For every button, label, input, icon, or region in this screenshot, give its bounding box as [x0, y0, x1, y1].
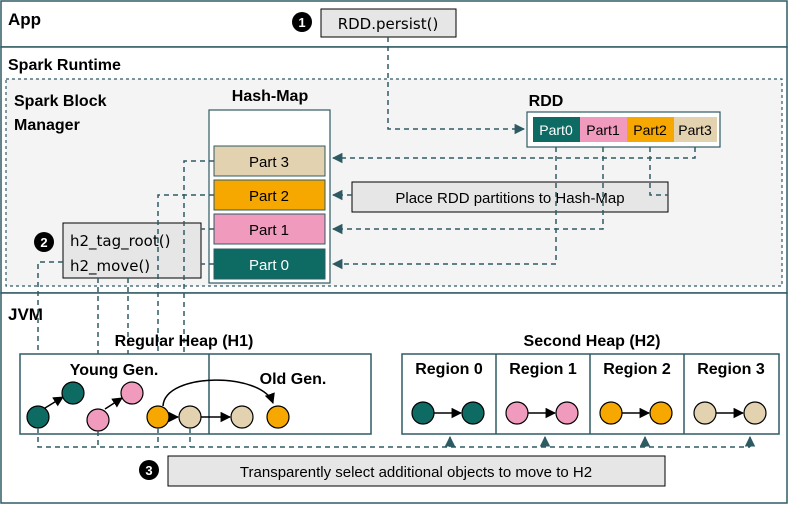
hashmap-entry-part0-label: Part 0: [249, 257, 289, 274]
h1-object-part2-a: [146, 405, 170, 429]
rdd-part0: [533, 117, 580, 142]
hashmap-entry-part1: [213, 213, 326, 245]
h2-region0-object-b: [461, 401, 485, 425]
hashmap-entry-part1-label: Part 1: [249, 222, 289, 239]
h1-to-h2-move-arrows: [37, 428, 756, 448]
h2-tag-root-label: h2_tag_root(): [70, 232, 170, 251]
rdd-part2: [627, 117, 674, 142]
block-manager-label-2: Manager: [14, 117, 80, 134]
h2-region1-object-a: [505, 401, 529, 425]
step3-label: Transparently select additional objects …: [240, 464, 592, 481]
step2-number: 2: [40, 235, 47, 250]
place-partitions-label: Place RDD partitions to Hash-Map: [395, 190, 624, 207]
rdd-persist-label: RDD.persist(): [338, 15, 439, 33]
hashmap-entry-part3: [213, 145, 326, 177]
h2-region3-object-b: [743, 401, 767, 425]
h2-title: Second Heap (H2): [524, 333, 661, 350]
step1-badge: [292, 12, 312, 32]
h2-region0-object-a: [411, 401, 435, 425]
h1-object-part1-a: [86, 408, 110, 432]
hashmap-entry-part3-label: Part 3: [249, 154, 289, 171]
h1-object-part0-a: [26, 405, 50, 429]
rdd-part2-link: [649, 147, 668, 196]
h2-region2-object-a: [599, 401, 623, 425]
rdd-part0-to-hashmap-arrow: [331, 147, 557, 270]
step2-badge: [34, 232, 54, 252]
step3-box: [167, 455, 666, 487]
step1-number: 1: [298, 15, 305, 30]
old-gen-label: Old Gen.: [260, 371, 327, 388]
step3-number: 3: [145, 463, 152, 478]
jvm-label: JVM: [8, 305, 43, 324]
rdd-part1: [580, 117, 627, 142]
h1-title: Regular Heap (H1): [115, 333, 254, 350]
hashmap-title: Hash-Map: [232, 88, 309, 105]
h2-api-box: [62, 222, 202, 279]
rdd-part1-label: Part1: [586, 122, 620, 138]
h1-object-references: [44, 379, 275, 423]
h2-region1-object-b: [555, 401, 579, 425]
h2-move-label: h2_move(): [70, 257, 150, 276]
h1-object-part1-b: [120, 381, 144, 405]
block-manager-label-1: Spark Block: [14, 93, 107, 110]
rdd-part3-to-hashmap-arrow: [331, 147, 696, 164]
h2-region3-label: Region 3: [697, 361, 765, 378]
place-partitions-callout: [351, 181, 669, 213]
h1-object-part2-b: [266, 405, 290, 429]
h2-region2-label: Region 2: [603, 361, 671, 378]
part2-root-line: [157, 194, 214, 405]
hashmap-entry-part2: [213, 179, 326, 211]
h1-object-part3-a: [178, 405, 202, 429]
app-layer-label: App: [8, 10, 41, 29]
persist-to-rdd-arrow: [387, 37, 526, 135]
h1-object-part0-b: [61, 381, 85, 405]
h2-region3-object-a: [693, 401, 717, 425]
h1-object-part3-b: [230, 405, 254, 429]
rdd-title: RDD: [529, 93, 564, 110]
part3-root-line: [183, 160, 214, 405]
rdd-part0-label: Part0: [539, 122, 573, 138]
rdd-persist-box: [320, 8, 457, 38]
rdd-part1-to-hashmap-arrow: [331, 147, 604, 235]
h2-region2-object-b: [649, 401, 673, 425]
hashmap-entry-part2-label: Part 2: [249, 188, 289, 205]
rdd-part3-label: Part3: [678, 122, 712, 138]
young-gen-label: Young Gen.: [70, 362, 159, 379]
step3-badge: [139, 460, 159, 480]
spark-runtime-label: Spark Runtime: [8, 57, 121, 74]
h2-region1-label: Region 1: [509, 361, 577, 378]
rdd-part3: [674, 117, 717, 142]
h2-region0-label: Region 0: [415, 361, 483, 378]
rdd-part2-label: Part2: [633, 122, 667, 138]
